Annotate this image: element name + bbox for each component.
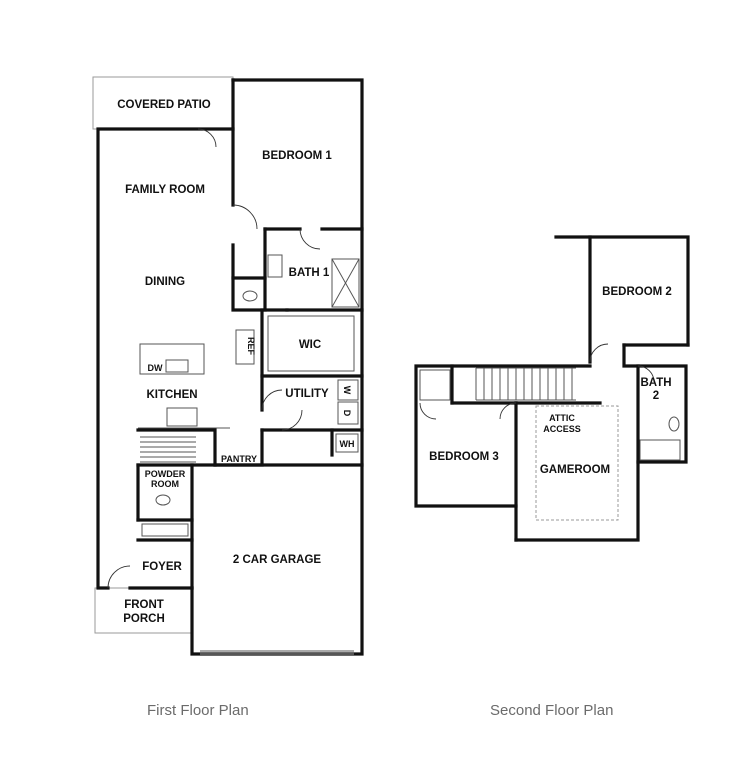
dryer: [337, 401, 359, 425]
foyer-label: FOYER: [142, 561, 182, 573]
bedroom-1-label: BEDROOM 1: [262, 150, 332, 162]
bath-1-door: [299, 228, 321, 250]
bedroom-3-door: [419, 402, 437, 420]
patio-door: [197, 128, 217, 148]
shower: [331, 258, 360, 308]
kitchen-island: [139, 343, 205, 375]
covered-patio-label: COVERED PATIO: [117, 99, 211, 111]
bedroom-3-label: BEDROOM 3: [429, 451, 499, 463]
garage-entry-door: [281, 409, 303, 431]
bath-2-label-1: BATH: [640, 377, 671, 389]
toilet-closet: [231, 276, 289, 312]
bath-1-label: BATH 1: [289, 267, 330, 279]
bedroom-2-label: BEDROOM 2: [602, 286, 672, 298]
range: [166, 407, 198, 427]
attic-access-outline: [535, 405, 619, 521]
powder-room-label-2: ROOM: [151, 479, 179, 489]
first-floor-plan: [92, 76, 364, 656]
w-label: W: [342, 386, 352, 395]
washer: [337, 379, 359, 401]
front-porch-label-1: FRONT: [124, 599, 164, 611]
ref-box: [235, 329, 255, 365]
dw-label: DW: [148, 363, 163, 373]
exterior-wall-west: [96, 78, 235, 590]
stair-wall: [136, 428, 217, 467]
wh-label: WH: [340, 439, 355, 449]
stairs: [140, 436, 196, 463]
bedroom-1-door: [232, 204, 258, 230]
shower-x2: [331, 258, 360, 308]
gameroom-label: GAMEROOM: [540, 464, 610, 476]
bedroom-1-lower-wall: [231, 243, 267, 280]
sink: [165, 359, 189, 373]
kitchen-label: KITCHEN: [146, 389, 197, 401]
bath-1-vanity: [267, 254, 283, 278]
upper-stairs: [475, 367, 576, 401]
powder-wall: [136, 463, 194, 590]
second-floor-title: Second Floor Plan: [490, 702, 614, 719]
attic-access-label-1: ATTIC: [549, 413, 575, 423]
bath-2-toilet: [668, 416, 680, 432]
exterior-wall: [190, 78, 364, 656]
bath-2-wall: [622, 343, 688, 464]
bath-1-toilet: [242, 290, 258, 302]
front-porch-label-2: PORCH: [123, 613, 165, 625]
front-door: [107, 565, 131, 589]
utility-door: [261, 389, 283, 411]
bath-2-door: [637, 365, 655, 383]
wic-shelf: [267, 315, 355, 372]
d-label: D: [342, 410, 352, 417]
coat-closet: [141, 523, 189, 537]
bath-2-label-2: 2: [653, 390, 659, 402]
gameroom-door: [499, 402, 517, 420]
first-floor-title: First Floor Plan: [147, 702, 249, 719]
powder-room-label-1: POWDER: [145, 469, 186, 479]
family-room-label: FAMILY ROOM: [125, 184, 205, 196]
bath-2-tub: [639, 439, 681, 461]
upper-hall-wall: [414, 364, 592, 542]
bedroom-2-door: [589, 343, 609, 363]
closet-box: [419, 369, 451, 401]
second-floor-plan: [414, 235, 690, 542]
utility-label: UTILITY: [285, 388, 329, 400]
pantry-label: PANTRY: [221, 454, 257, 464]
powder-toilet: [155, 494, 171, 506]
gameroom-east-wall: [514, 364, 640, 542]
water-heater: [335, 433, 359, 453]
attic-access-label-2: ACCESS: [543, 424, 581, 434]
ref-label: REF: [246, 337, 256, 356]
dining-label: DINING: [145, 276, 185, 288]
garage-label: 2 CAR GARAGE: [233, 554, 322, 566]
wic-label: WIC: [299, 339, 321, 351]
bedroom-2-wall: [554, 235, 690, 347]
